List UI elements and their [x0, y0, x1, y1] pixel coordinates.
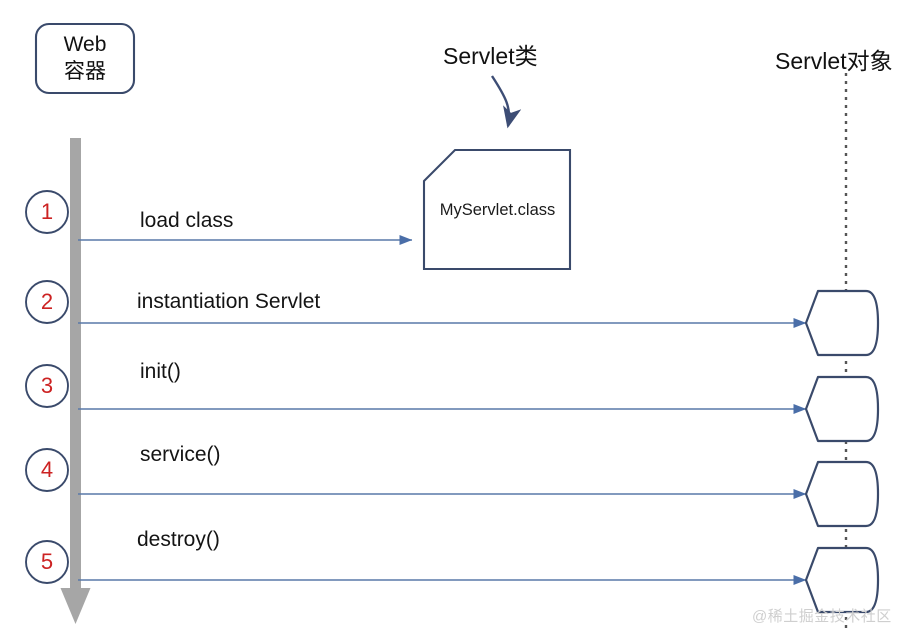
- class-file-shape: [422, 148, 572, 271]
- message-label-4: service(): [140, 443, 221, 466]
- web-container-label-line1: Web: [63, 32, 107, 56]
- watermark: @稀土掘金技术社区: [752, 608, 892, 625]
- step-number-1: 1: [40, 199, 54, 224]
- servlet-class-pointer-arrow: [490, 75, 522, 129]
- step-circle-1: [25, 190, 69, 234]
- step-number-2: 2: [40, 289, 54, 314]
- step-number-5: 5: [40, 549, 54, 574]
- message-label-2: instantiation Servlet: [137, 290, 321, 313]
- step-circle-2: [25, 280, 69, 324]
- message-label-1: load class: [140, 209, 234, 232]
- class-file-label: MyServlet.class: [439, 200, 556, 219]
- message-label-3: init(): [140, 360, 181, 383]
- step-circle-3: [25, 364, 69, 408]
- web-container-box: [34, 22, 136, 95]
- step-circle-4: [25, 448, 69, 492]
- activation-shape-2: [804, 375, 880, 443]
- web-container-lifeline: [60, 138, 91, 624]
- servlet-object-title: Servlet对象: [775, 48, 893, 74]
- step-number-4: 4: [40, 457, 54, 482]
- activation-shape-4: [804, 546, 880, 614]
- web-container-label-line2: 容器: [64, 59, 106, 83]
- message-label-5: destroy(): [137, 528, 220, 551]
- step-number-3: 3: [40, 373, 54, 398]
- activation-shape-1: [804, 289, 880, 357]
- activation-shape-3: [804, 460, 880, 528]
- servlet-class-title: Servlet类: [443, 43, 538, 69]
- web-container-label: Web 容器: [36, 24, 134, 93]
- step-circle-5: [25, 540, 69, 584]
